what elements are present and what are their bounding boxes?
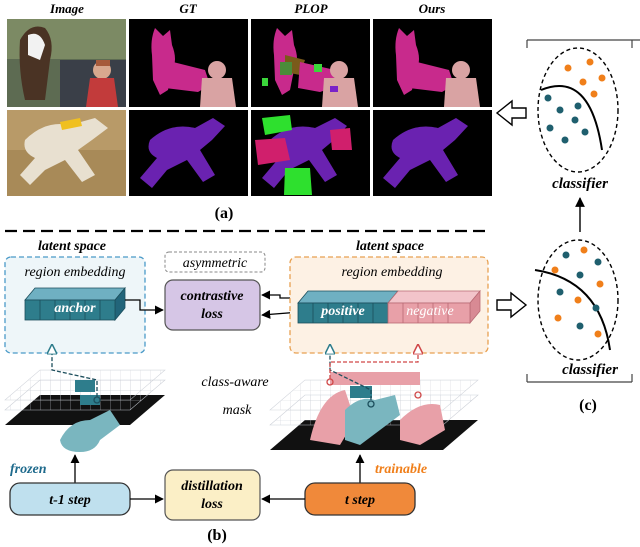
distillation-loss-line2: loss: [201, 497, 223, 512]
negative-label: negative: [406, 304, 453, 319]
anchor-label: anchor: [54, 301, 96, 316]
panel-c-label: (c): [579, 397, 597, 414]
classifier-ellipse-top: [537, 47, 619, 173]
panel-b: latent space latent space region embeddi…: [4, 239, 489, 544]
panel-a: Image GT PLOP Ours: [7, 1, 492, 222]
panel-b-label: (b): [207, 527, 227, 544]
asymmetric-label: asymmetric: [183, 256, 248, 271]
anchor-embedding: anchor: [24, 286, 126, 322]
panel-c: classifier classifier (c): [495, 39, 640, 414]
trainable-label: trainable: [375, 462, 427, 477]
classifier-label-bottom: classifier: [562, 362, 618, 378]
distillation-loss-box: [164, 469, 261, 521]
negative-embedding: negative: [387, 289, 481, 325]
latent-space-right: latent space: [356, 239, 424, 254]
region-embedding-right: region embedding: [342, 265, 443, 280]
mask-ours-row2: [373, 110, 492, 196]
hollow-arrow-to-panel-a: [495, 99, 527, 127]
mask-gt-row2: [129, 110, 248, 196]
panel-a-label: (a): [215, 205, 234, 222]
region-embedding-left: region embedding: [25, 265, 126, 280]
contrastive-loss-line2: loss: [201, 307, 223, 322]
asymmetric-box: [164, 251, 266, 273]
dots-top: [544, 58, 606, 144]
mask-ours-row1: [373, 19, 492, 107]
t-minus-1-step-label: t-1 step: [49, 493, 91, 508]
header-gt: GT: [179, 1, 197, 16]
decision-boundary-bottom: [534, 269, 611, 351]
header-ours: Ours: [419, 1, 446, 16]
photo-running-dog: [7, 110, 126, 196]
classifier-label-top: classifier: [552, 176, 608, 192]
positive-embedding: positive: [297, 290, 399, 324]
distillation-loss-line1: distillation: [181, 479, 243, 494]
mask-plop-row1: [251, 19, 370, 107]
header-plop: PLOP: [294, 1, 328, 16]
mask-gt-row1: [129, 19, 248, 107]
positive-label: positive: [320, 304, 365, 319]
mask-label: mask: [223, 403, 253, 418]
arrow-right-map-to-negative: [329, 345, 418, 379]
feature-map-right: [269, 372, 479, 450]
class-aware-label: class-aware: [201, 375, 268, 390]
t-step-label: t step: [345, 493, 375, 508]
hollow-arrow-to-panel-c: [496, 291, 528, 319]
contrastive-loss-line1: contrastive: [181, 289, 244, 304]
contrastive-loss-box: [164, 279, 261, 331]
decision-boundary-top: [540, 85, 603, 151]
arrow-anchor-to-contrastive: [125, 299, 164, 315]
latent-space-left: latent space: [38, 239, 106, 254]
dots-bottom: [551, 246, 604, 338]
header-image: Image: [49, 1, 84, 16]
photo-horse-rider: [7, 19, 126, 107]
arrow-right-map-to-positive: [330, 345, 372, 400]
frozen-label: frozen: [10, 462, 47, 477]
mask-plop-row2: [251, 110, 370, 196]
feature-map-left: [4, 369, 166, 452]
arrow-left-map-to-anchor: [52, 345, 98, 397]
classifier-ellipse-bottom: [537, 239, 619, 361]
